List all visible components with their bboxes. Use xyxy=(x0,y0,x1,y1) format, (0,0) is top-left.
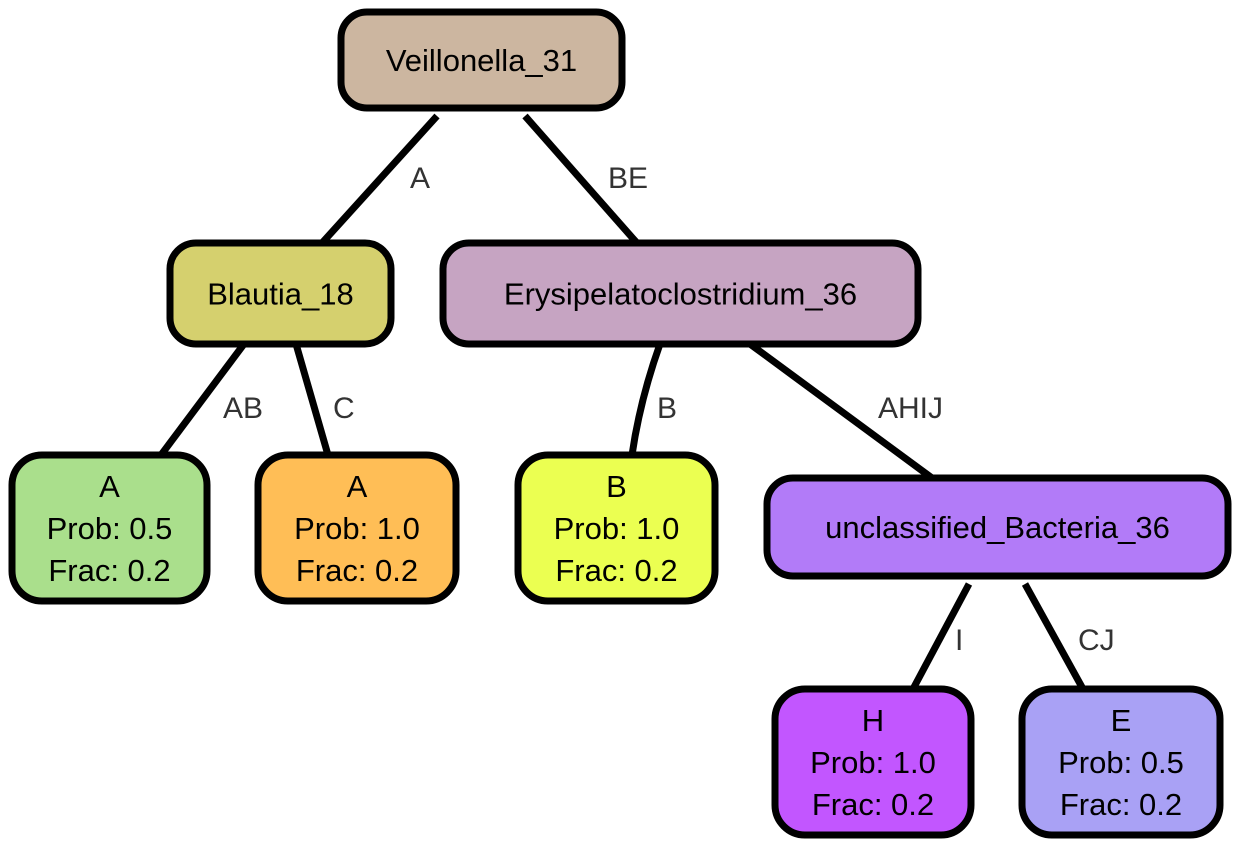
edge-line xyxy=(909,582,973,691)
node-box xyxy=(254,451,460,605)
edge-label: A xyxy=(410,162,430,195)
node-unclassified: unclassified_Bacteria_36 xyxy=(763,474,1232,580)
leaf-class-label: E xyxy=(1111,703,1132,738)
node-box xyxy=(439,239,922,348)
leaf-prob-label: Prob: 1.0 xyxy=(810,745,936,780)
edge-erysipelato-unclassified: AHIJ xyxy=(747,341,943,481)
node-box xyxy=(514,451,719,605)
node-label: Erysipelatoclostridium_36 xyxy=(504,277,857,312)
edge-line xyxy=(522,113,640,246)
node-box xyxy=(771,685,975,839)
edge-label: BE xyxy=(608,162,648,195)
leaf-frac-label: Frac: 0.2 xyxy=(1060,787,1182,822)
edge-label: AB xyxy=(223,392,263,425)
leaf-prob-label: Prob: 1.0 xyxy=(294,511,420,546)
edge-erysipelato-b: B xyxy=(628,342,677,456)
node-blautia: Blautia_18 xyxy=(166,239,395,348)
edge-veillonella-blautia: A xyxy=(319,113,440,246)
node-label: Veillonella_31 xyxy=(386,43,577,78)
leaf-frac-label: Frac: 0.2 xyxy=(812,787,934,822)
edge-blautia-a2: C xyxy=(292,343,355,456)
node-box xyxy=(8,451,211,605)
leaf-class-label: H xyxy=(862,703,884,738)
edge-blautia-a1: AB xyxy=(158,341,263,458)
edge-line xyxy=(747,341,935,481)
edge-line xyxy=(158,341,247,458)
edge-line xyxy=(1021,582,1087,691)
leaf-class-label: B xyxy=(606,469,627,504)
leaf-frac-label: Frac: 0.2 xyxy=(555,553,677,588)
edge-label: C xyxy=(333,392,355,425)
edge-unclassified-h: I xyxy=(909,582,973,691)
node-label: Blautia_18 xyxy=(207,277,354,312)
node-box xyxy=(763,474,1232,580)
edge-label: AHIJ xyxy=(878,392,943,425)
edge-unclassified-e: CJ xyxy=(1021,582,1115,691)
edge-veillonella-erysipelato: BE xyxy=(522,113,648,246)
node-box xyxy=(1018,685,1224,839)
node-box xyxy=(337,8,626,112)
node-box xyxy=(166,239,395,348)
leaf-frac-label: Frac: 0.2 xyxy=(296,553,418,588)
leaf-prob-label: Prob: 0.5 xyxy=(47,511,173,546)
leaf-prob-label: Prob: 1.0 xyxy=(554,511,680,546)
edge-label: I xyxy=(955,624,963,657)
node-veillonella: Veillonella_31 xyxy=(337,8,626,112)
edge-line xyxy=(292,343,332,456)
leaf-class-label: A xyxy=(347,469,368,504)
edge-line xyxy=(628,342,664,456)
leaf-prob-label: Prob: 0.5 xyxy=(1058,745,1184,780)
leaf-frac-label: Frac: 0.2 xyxy=(48,553,170,588)
edge-line xyxy=(319,113,440,246)
node-label: unclassified_Bacteria_36 xyxy=(825,510,1170,545)
edge-label: CJ xyxy=(1078,624,1115,657)
edge-label: B xyxy=(657,392,677,425)
node-erysipelato: Erysipelatoclostridium_36 xyxy=(439,239,922,348)
leaf-class-label: A xyxy=(99,469,120,504)
